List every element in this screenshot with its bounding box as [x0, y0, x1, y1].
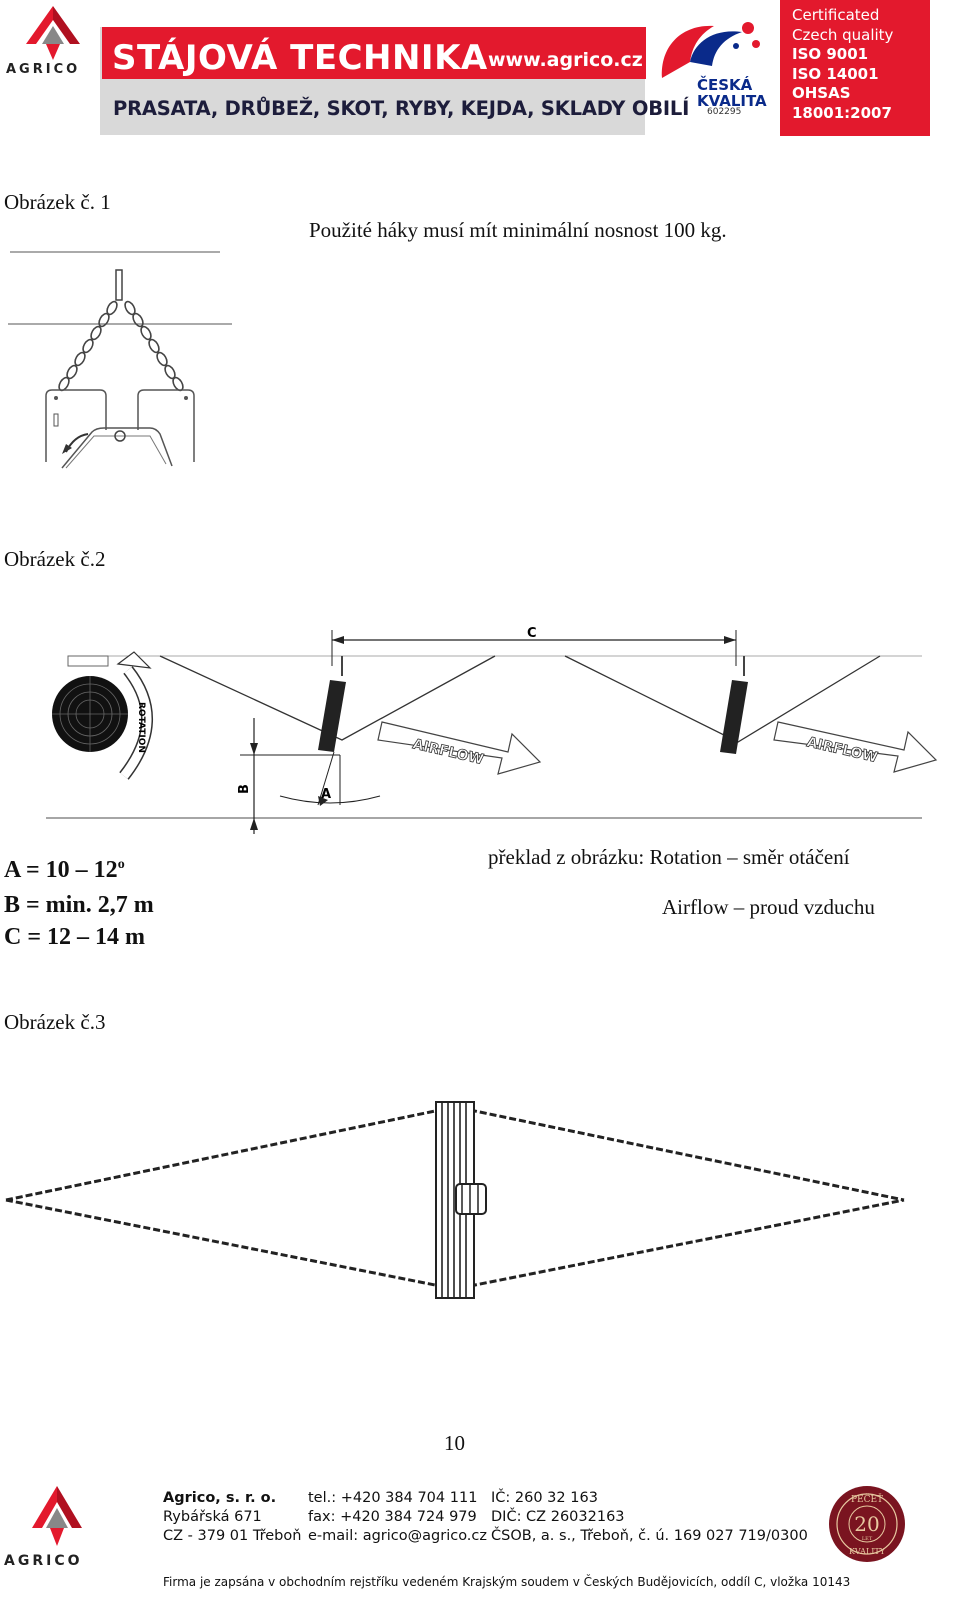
seal-top-text: PEČEŤ	[851, 1493, 883, 1505]
website-link[interactable]: www.agrico.cz	[488, 49, 643, 71]
degree-symbol: o	[117, 857, 125, 872]
logo-text: AGRICO	[6, 62, 81, 77]
czech-quality-text: ČESKÁ KVALITA	[697, 77, 767, 109]
param-a: A = 10 – 12o	[4, 857, 125, 884]
figure2-caption: Obrázek č.2	[4, 547, 106, 571]
param-b: B = min. 2,7 m	[4, 892, 154, 918]
brand-title: STÁJOVÁ TECHNIKA	[112, 38, 488, 78]
phone: tel.: +420 384 704 111	[308, 1490, 478, 1506]
cert-line: ISO 9001	[792, 45, 869, 63]
dimension-c-label: C	[527, 626, 537, 641]
footer-address: Agrico, s. r. o. Rybářská 671 CZ - 379 0…	[163, 1489, 301, 1546]
company-id: IČ: 260 32 163	[491, 1490, 598, 1506]
cert-line: 18001:2007	[792, 103, 892, 122]
cert-line: Certificated	[792, 6, 880, 24]
czech-quality-line2: KVALITA	[697, 92, 767, 110]
figure1-caption: Obrázek č. 1	[4, 190, 111, 214]
seal-number: 20	[854, 1512, 879, 1536]
figure3-caption: Obrázek č.3	[4, 1010, 106, 1034]
rotation-label: ROTATION	[136, 702, 146, 753]
figure1-hook-diagram	[8, 251, 232, 469]
czech-quality-number: 602295	[707, 107, 742, 117]
tax-id: DIČ: CZ 26032163	[491, 1509, 625, 1525]
czech-quality-line1: ČESKÁ	[697, 76, 753, 94]
param-a-text: A = 10 – 12	[4, 857, 118, 883]
czech-quality-logo-icon	[661, 22, 760, 78]
agrico-logo-icon	[26, 6, 80, 60]
bank-account: ČSOB, a. s., Třeboň, č. ú. 169 027 719/0…	[491, 1528, 808, 1544]
address-street: Rybářská 671	[163, 1509, 262, 1525]
footer-logo-text: AGRICO	[4, 1553, 83, 1569]
tagline: PRASATA, DRŮBEŽ, SKOT, RYBY, KEJDA, SKLA…	[113, 97, 690, 120]
seal-years: LET	[862, 1536, 873, 1542]
company-name: Agrico, s. r. o.	[163, 1490, 277, 1506]
translation-airflow: Airflow – proud vzduchu	[662, 895, 875, 919]
agrico-footer-logo-icon	[32, 1486, 82, 1546]
footer-contact: tel.: +420 384 704 111 fax: +420 384 724…	[308, 1489, 487, 1546]
figure2-installation-diagram: C ROTATION AIRFLOW AIRFLOW B A	[46, 626, 938, 834]
figure1-note: Použité háky musí mít minimální nosnost …	[309, 218, 727, 242]
footer-ids: IČ: 260 32 163 DIČ: CZ 26032163 ČSOB, a.…	[491, 1489, 808, 1546]
fax: fax: +420 384 724 979	[308, 1509, 477, 1525]
angle-a-label: A	[321, 787, 331, 802]
registration-note: Firma je zapsána v obchodním rejstříku v…	[163, 1575, 851, 1589]
banner-red-strip	[102, 27, 646, 79]
figure3-airflow-diagram	[5, 1101, 905, 1299]
seal-bottom-text: KVALITY	[849, 1547, 886, 1556]
certification-box: Certificated Czech quality ISO 9001 ISO …	[780, 0, 930, 136]
address-city: CZ - 379 01 Třeboň	[163, 1528, 302, 1544]
param-c: C = 12 – 14 m	[4, 924, 145, 950]
quality-seal-icon: PEČEŤ KVALITY 20 LET	[829, 1486, 905, 1562]
email-link[interactable]: e-mail: agrico@agrico.cz	[308, 1528, 487, 1544]
dimension-b-label: B	[237, 784, 252, 794]
cert-line: ISO 14001	[792, 64, 879, 83]
cert-line: Czech quality	[792, 25, 894, 44]
cert-line: OHSAS	[792, 84, 851, 102]
translation-rotation: překlad z obrázku: Rotation – směr otáče…	[488, 845, 850, 869]
page-header: AGRICO STÁJOVÁ TECHNIKA www.agrico.cz PR…	[0, 0, 960, 140]
page-number: 10	[444, 1431, 465, 1455]
